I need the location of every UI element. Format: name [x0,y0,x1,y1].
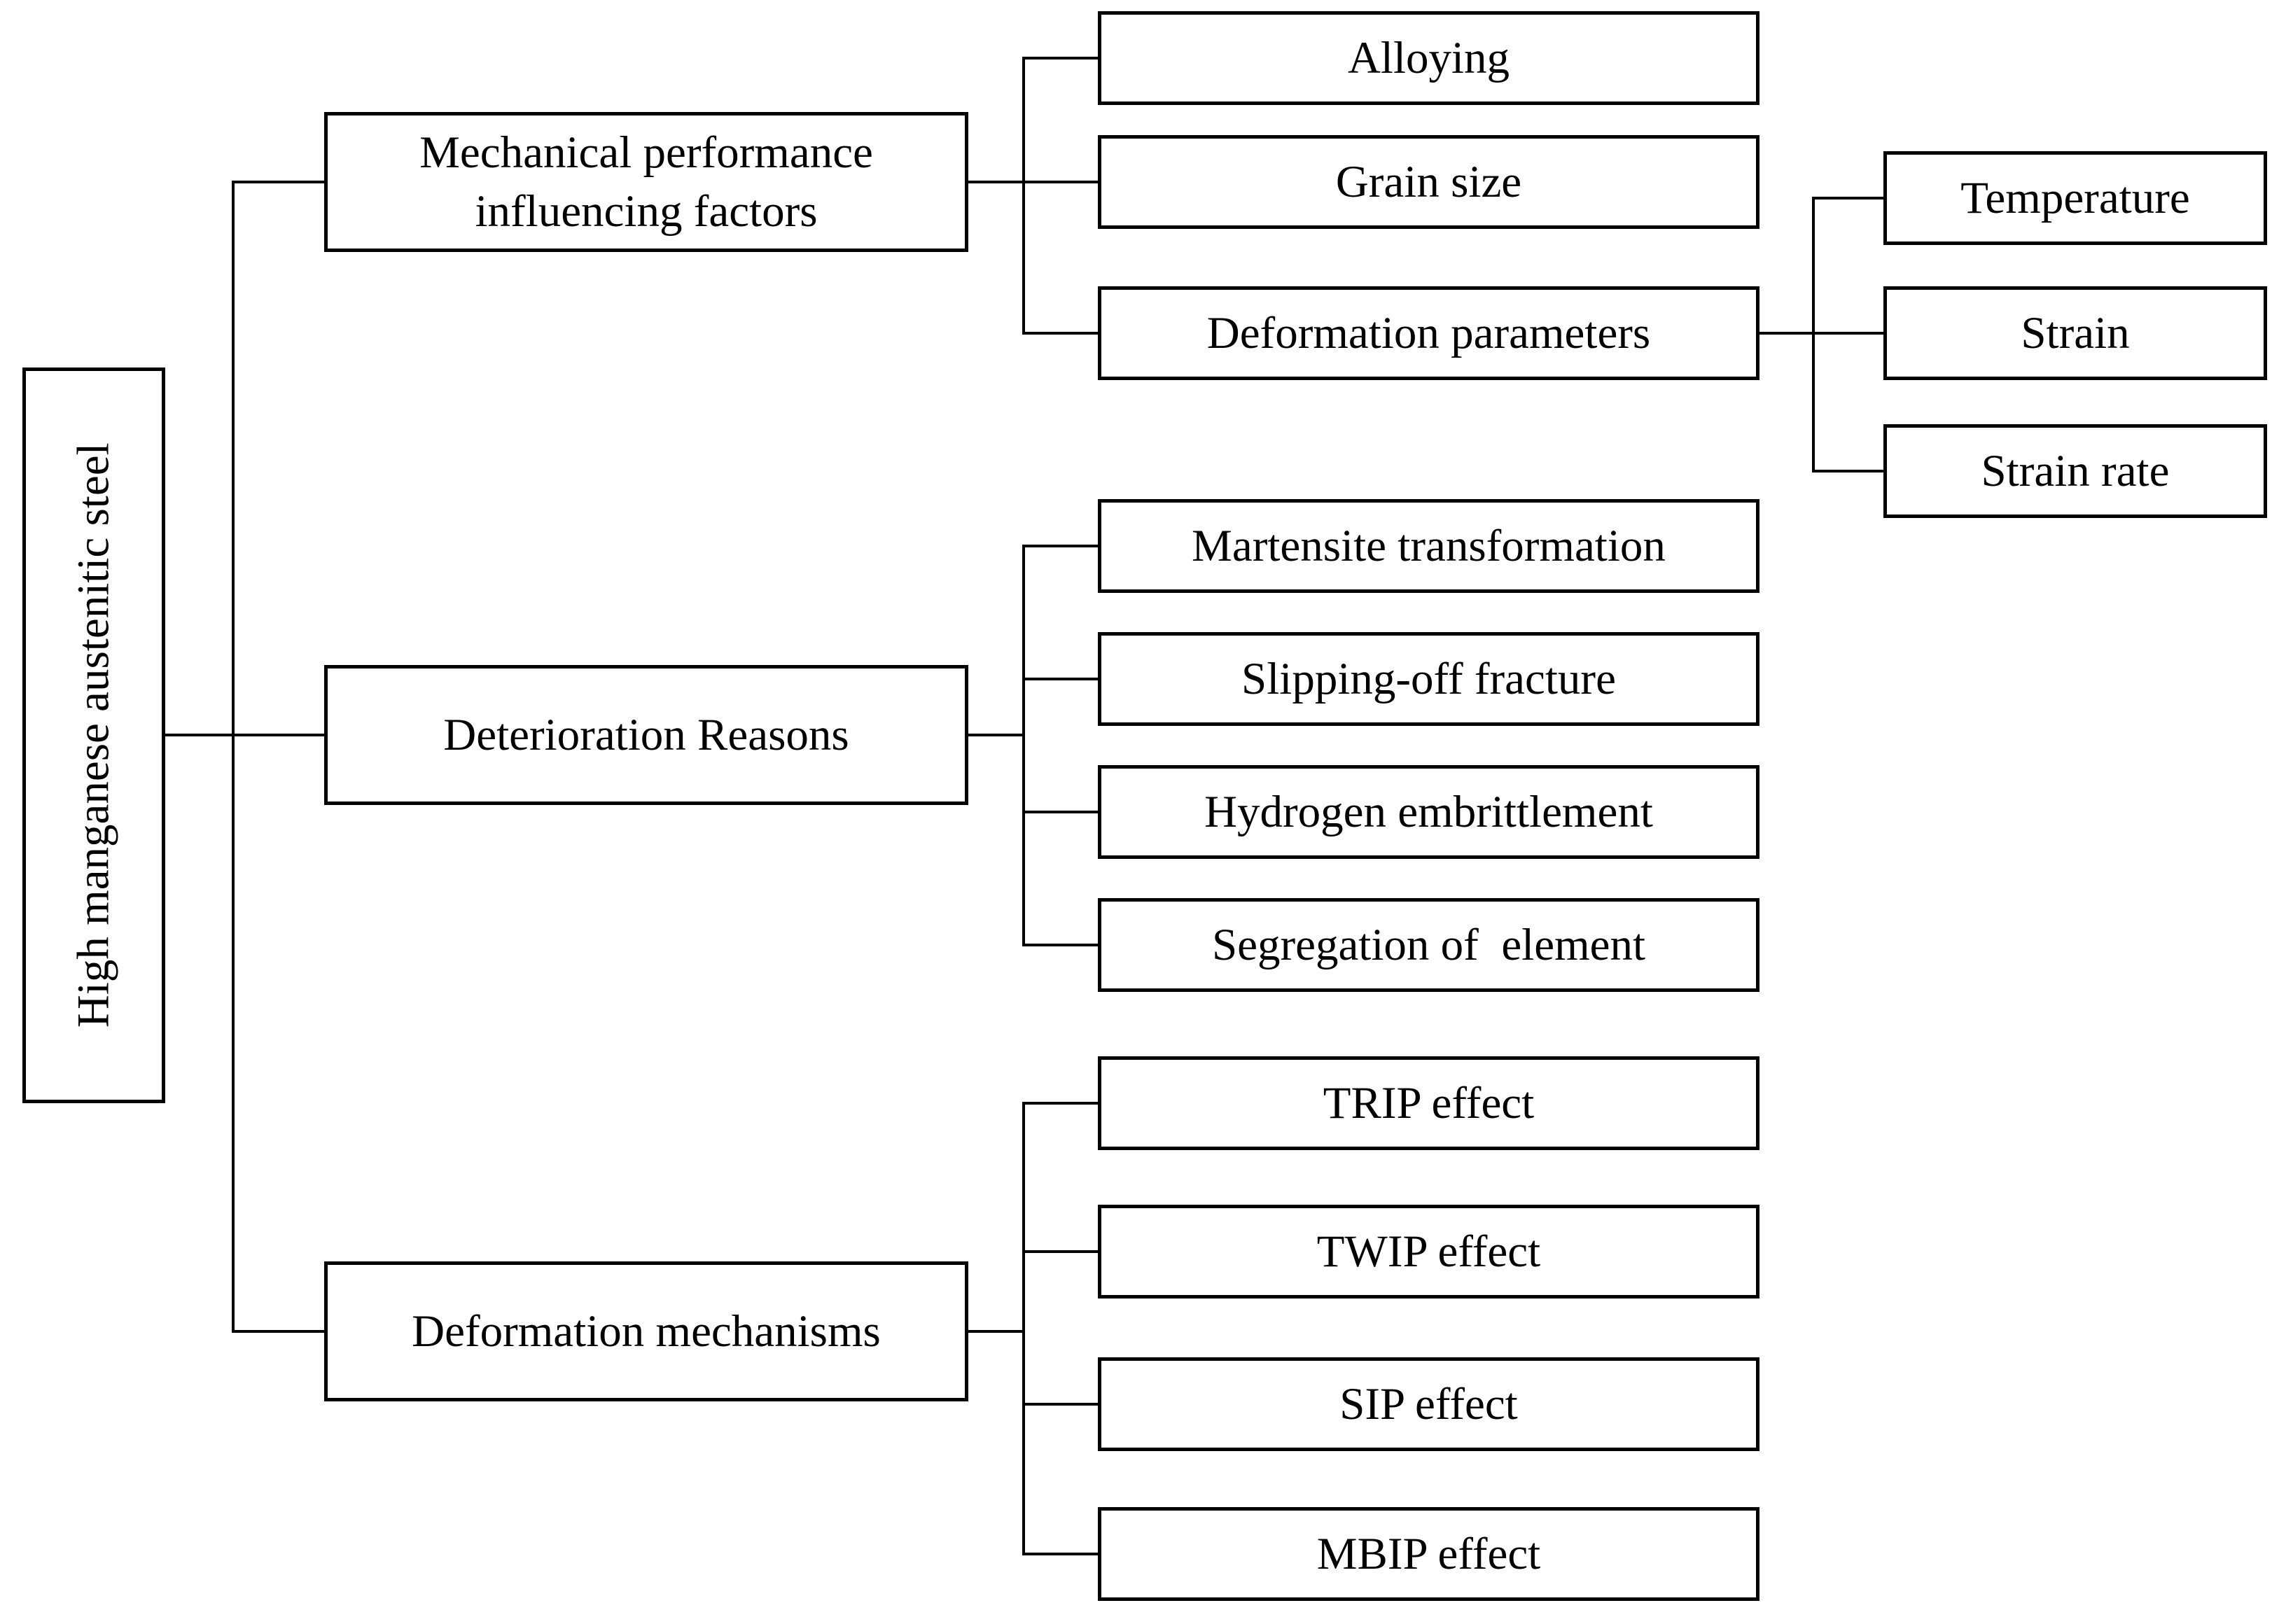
node-strain-rate-label: Strain rate [1981,445,2170,496]
node-deformation-mechanisms: Deformation mechanisms [324,1261,968,1401]
node-strain-rate: Strain rate [1883,424,2267,518]
node-trip-effect: TRIP effect [1098,1056,1759,1150]
connector-children2-vertical [1022,545,1025,946]
connector-deformation-parameters-stub [1022,332,1098,335]
connector-root-to-deterioration-reasons [165,734,324,736]
node-mbip-effect: MBIP effect [1098,1507,1759,1601]
connector-children3-vertical [1022,1102,1025,1555]
node-sip-effect-label: SIP effect [1339,1378,1518,1429]
node-segregation-of-element: Segregation of element [1098,898,1759,992]
connector-martensite-stub [1022,545,1098,547]
node-grain-size: Grain size [1098,135,1759,229]
node-mbip-effect-label: MBIP effect [1316,1528,1541,1579]
node-deformation-mechanisms-label: Deformation mechanisms [412,1306,881,1357]
node-martensite-transformation: Martensite transformation [1098,499,1759,593]
connector-grandchildren-vertical [1812,197,1815,472]
node-strain: Strain [1883,286,2267,380]
node-slipping-off-fracture: Slipping-off fracture [1098,632,1759,726]
connector-deterioration-to-children [968,734,1025,736]
connector-hydrogen-stub [1022,811,1098,813]
node-twip-effect: TWIP effect [1098,1205,1759,1298]
connector-mechanisms-to-children [968,1330,1025,1333]
node-deformation-parameters: Deformation parameters [1098,286,1759,380]
node-root-label: High manganese austenitic steel [68,442,119,1028]
node-strain-label: Strain [2021,307,2130,358]
node-deterioration-reasons: Deterioration Reasons [324,665,968,805]
connector-alloying-stub [1022,57,1098,59]
node-twip-effect-label: TWIP effect [1316,1226,1541,1277]
connector-mechanical-to-children [968,181,1098,183]
node-root: High manganese austenitic steel [22,368,165,1103]
node-mechanical-performance-factors-label: Mechanical performance influencing facto… [419,127,873,237]
node-deterioration-reasons-label: Deterioration Reasons [443,709,849,760]
connector-children1-vertical [1022,57,1025,335]
connector-slipping-stub [1022,678,1098,680]
node-hydrogen-embrittlement-label: Hydrogen embrittlement [1204,786,1653,837]
connector-parameters-to-strain [1759,332,1883,335]
node-deformation-parameters-label: Deformation parameters [1206,307,1651,358]
node-trip-effect-label: TRIP effect [1323,1077,1535,1128]
node-alloying-label: Alloying [1347,32,1510,83]
node-segregation-of-element-label: Segregation of element [1211,919,1646,970]
node-alloying: Alloying [1098,11,1759,105]
connector-mbip-stub [1022,1553,1098,1555]
connector-temperature-stub [1812,197,1883,200]
node-martensite-transformation-label: Martensite transformation [1192,520,1666,571]
connector-trunk-to-mechanical [232,181,324,183]
connector-trunk-to-deformation-mechanisms [232,1330,324,1333]
connector-trunk-vertical [232,181,235,1333]
connector-trip-stub [1022,1102,1098,1105]
connector-strain-rate-stub [1812,470,1883,472]
node-grain-size-label: Grain size [1335,156,1522,207]
connector-twip-stub [1022,1250,1098,1253]
node-hydrogen-embrittlement: Hydrogen embrittlement [1098,765,1759,859]
node-slipping-off-fracture-label: Slipping-off fracture [1241,653,1616,704]
node-temperature: Temperature [1883,151,2267,245]
node-sip-effect: SIP effect [1098,1357,1759,1451]
connector-sip-stub [1022,1403,1098,1406]
connector-segregation-stub [1022,944,1098,946]
node-mechanical-performance-factors: Mechanical performance influencing facto… [324,112,968,252]
node-temperature-label: Temperature [1960,172,2190,223]
